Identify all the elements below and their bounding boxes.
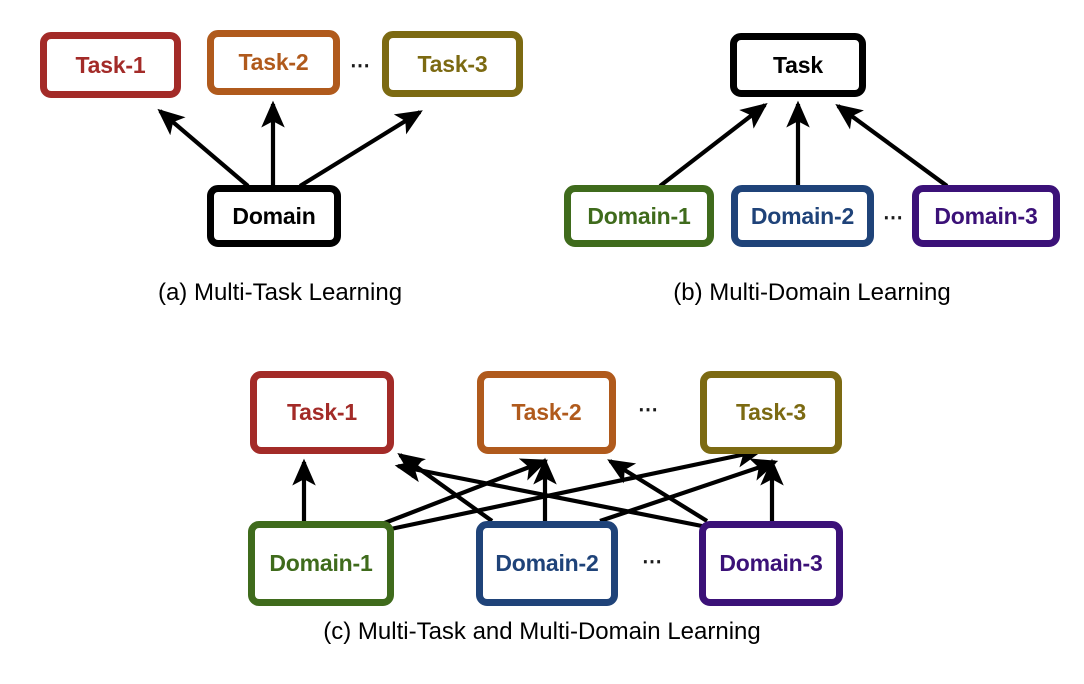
edge-domain-2-to-task-1: [397, 453, 494, 523]
node-domain-1[interactable]: Domain-1: [564, 185, 714, 247]
edge-domain-2-to-task-3: [599, 458, 779, 523]
node-task-2-label: Task-2: [238, 49, 309, 75]
node-c-task-1[interactable]: Task-1: [250, 371, 394, 454]
node-c-task-2[interactable]: Task-2: [477, 371, 616, 454]
node-domain-2-label: Domain-2: [750, 202, 855, 229]
node-domain[interactable]: Domain: [207, 185, 341, 247]
node-c-domain-2[interactable]: Domain-2: [476, 521, 618, 606]
node-domain-2[interactable]: Domain-2: [731, 185, 874, 247]
edge-domain-to-task-1: [157, 108, 250, 188]
edge-domain-3-to-task: [835, 104, 949, 188]
edge-domain-1-to-task-3: [385, 444, 764, 533]
edge-domain-3-to-task-2: [607, 459, 709, 523]
node-task-3-label: Task-3: [417, 50, 488, 77]
node-task-3[interactable]: Task-3: [382, 31, 523, 97]
node-c-task-3-label: Task-3: [736, 399, 806, 425]
node-c-domain-3-label: Domain-3: [719, 550, 823, 576]
panel-b-edges: [658, 100, 949, 188]
node-domain-label: Domain: [232, 202, 316, 229]
caption-panel-c: (c) Multi-Task and Multi-Domain Learning: [323, 618, 761, 645]
node-task-label: Task: [773, 51, 823, 78]
edge-domain-1-to-task: [658, 102, 768, 188]
ellipsis-tasks-a: ⋯: [350, 55, 372, 77]
node-c-domain-1-label: Domain-1: [269, 550, 373, 576]
node-domain-1-label: Domain-1: [587, 202, 691, 229]
edge-domain-1-to-task-2: [381, 458, 549, 526]
node-domain-3[interactable]: Domain-3: [912, 185, 1060, 247]
node-task-1-label: Task-1: [75, 51, 146, 78]
node-domain-3-label: Domain-3: [934, 202, 1038, 229]
edge-domain-3-to-task-1: [394, 459, 713, 531]
node-task[interactable]: Task: [730, 33, 866, 97]
node-c-domain-2-label: Domain-2: [495, 550, 599, 576]
node-task-1[interactable]: Task-1: [40, 32, 181, 98]
ellipsis-tasks-c: ⋯: [638, 399, 660, 421]
caption-panel-a: (a) Multi-Task Learning: [157, 279, 403, 306]
panel-c-edges: [292, 444, 784, 533]
caption-panel-b: (b) Multi-Domain Learning: [673, 279, 951, 306]
edge-domain-to-task-3: [298, 110, 423, 188]
node-c-task-1-label: Task-1: [287, 399, 357, 425]
node-c-task-3[interactable]: Task-3: [700, 371, 842, 454]
node-c-task-2-label: Task-2: [511, 399, 582, 425]
panel-a-edges: [157, 100, 423, 188]
node-c-domain-3[interactable]: Domain-3: [699, 521, 843, 606]
node-c-domain-1[interactable]: Domain-1: [248, 521, 394, 606]
node-task-2[interactable]: Task-2: [207, 30, 340, 95]
ellipsis-domains-b: ⋯: [883, 207, 905, 229]
ellipsis-domains-c: ⋯: [642, 551, 664, 573]
